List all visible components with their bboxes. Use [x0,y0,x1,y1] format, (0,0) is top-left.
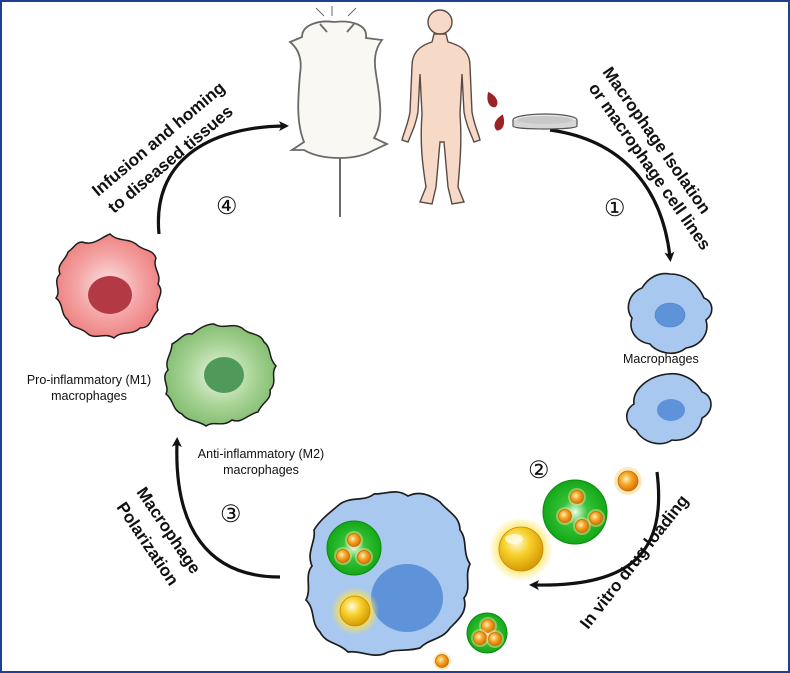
mouse-icon [288,6,390,217]
macrophages-label: Macrophages [623,352,699,366]
step3-number: ③ [220,501,242,528]
nanoparticle [432,651,452,671]
m1-macrophage [54,233,162,339]
blood-drop-icon [487,91,505,131]
arrow-step1 [549,128,675,262]
step1-label-line2: or macrophage cell lines [585,79,715,253]
m2-label-line1: Anti-inflammatory (M2) [198,447,324,461]
macrophage-cell-1 [627,272,713,355]
petri-dish-icon [512,113,578,130]
drug-vesicle-small [466,612,508,654]
human-icon [401,9,481,205]
macrophage-cell-2 [625,372,712,445]
drug-loaded-macrophage [304,491,471,656]
m1-label-line1: Pro-inflammatory (M1) [27,373,151,387]
step1-number: ① [604,195,626,222]
arrow-step2 [529,471,661,591]
m1-label-line2: macrophages [51,389,127,403]
arrow-step4 [156,121,289,235]
arrow-step3 [171,437,281,579]
m2-macrophage [164,323,277,427]
step4-number: ④ [216,193,238,220]
step2-number: ② [528,457,550,484]
drug-sphere [489,517,553,581]
nanoparticle [614,467,642,495]
drug-vesicle-large [542,479,608,545]
m2-label-line2: macrophages [223,463,299,477]
